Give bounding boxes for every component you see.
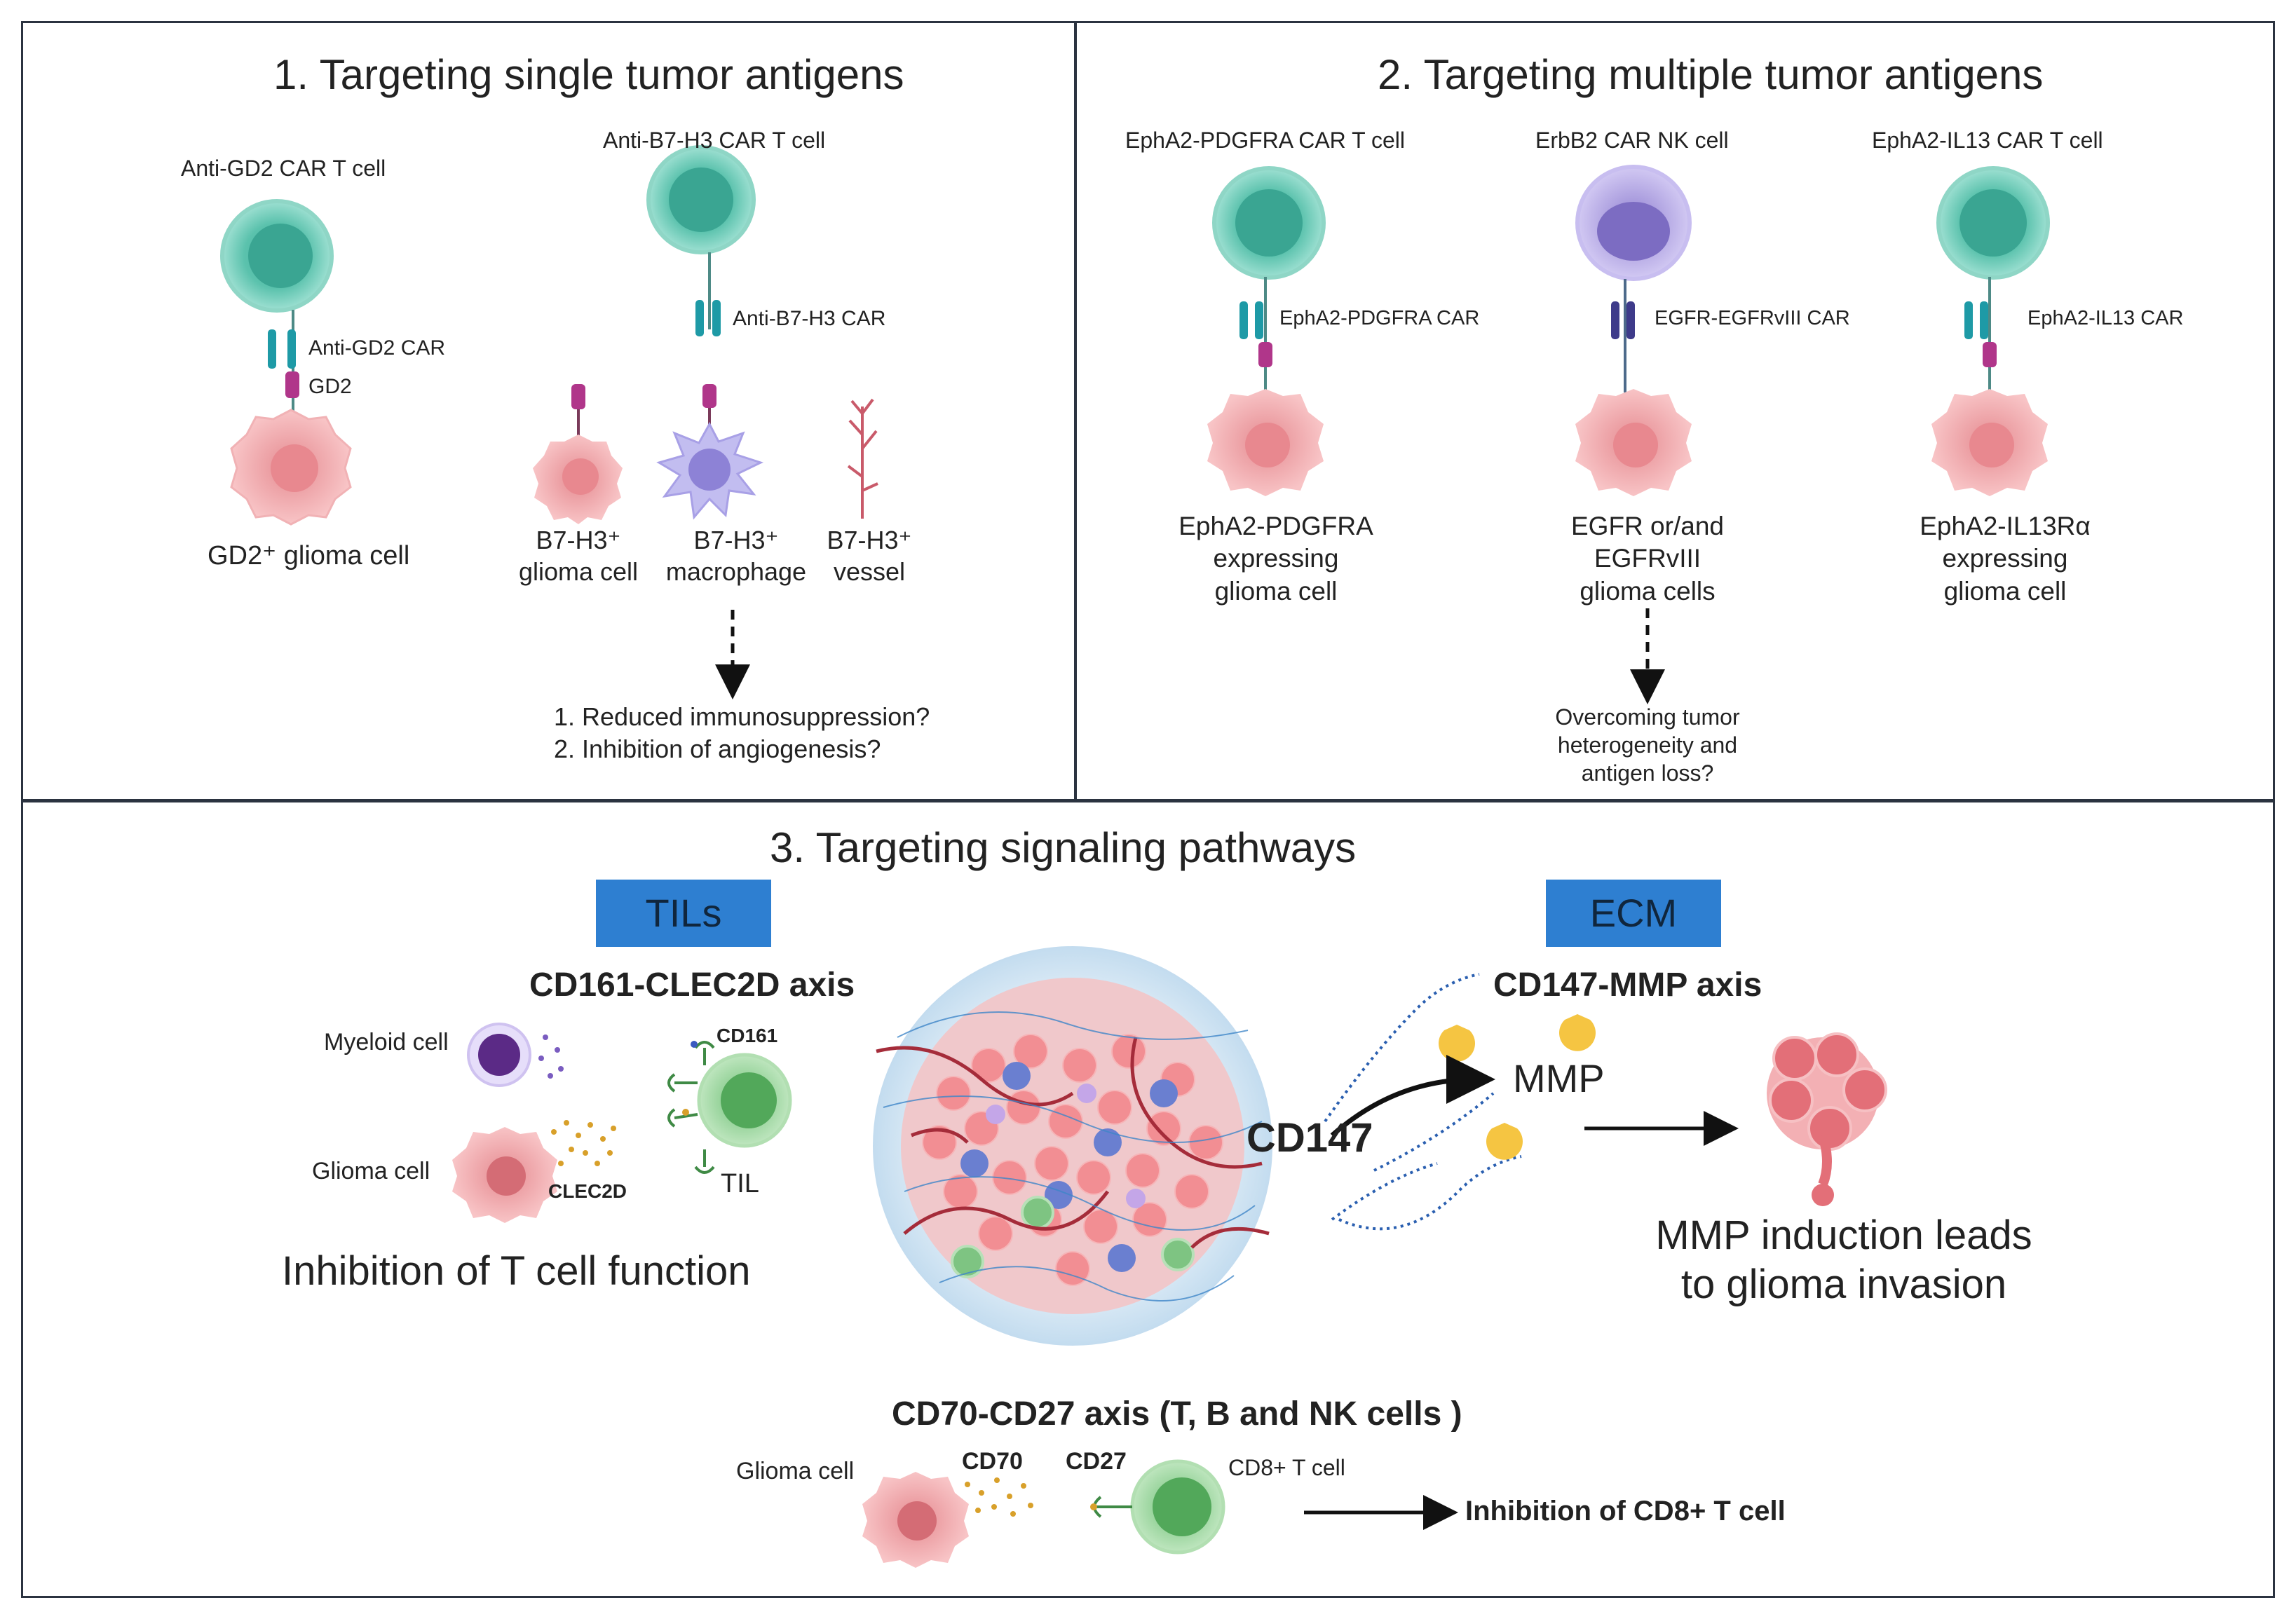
b7h3-car-receptor xyxy=(695,300,721,336)
gd2-antigen-label: GD2 xyxy=(308,375,352,398)
outer-frame xyxy=(21,21,2275,1598)
panel3-title: 3. Targeting signaling pathways xyxy=(770,824,1357,871)
cd161-effect: Inhibition of T cell function xyxy=(282,1248,751,1294)
b7h3-cell-label: Anti-B7-H3 CAR T cell xyxy=(603,128,826,153)
clec2d-particles xyxy=(551,1120,616,1166)
cd147-label: CD147 xyxy=(1247,1115,1373,1161)
cd70-glioma-label: Glioma cell xyxy=(736,1458,855,1484)
cd70-label: CD70 xyxy=(962,1448,1023,1475)
cd70-particles xyxy=(965,1477,1033,1517)
b7h3-car-t-cell xyxy=(646,145,756,254)
mmp-enzymes xyxy=(1439,1014,1596,1160)
divider-vertical xyxy=(1074,23,1077,801)
clec2d-label: CLEC2D xyxy=(548,1180,627,1202)
epha2-pdgfra-target-label: EphA2-PDGFRA expressing glioma cell xyxy=(1178,512,1373,606)
cd147-to-mmp-arrow xyxy=(1330,1055,1495,1138)
b7h3-car-label: Anti-B7-H3 CAR xyxy=(733,307,886,330)
mmp-label: MMP xyxy=(1513,1056,1605,1100)
b7h3-glioma-target-label: B7-H3⁺ glioma cell xyxy=(518,526,639,586)
panel1-title: 1. Targeting single tumor antigens xyxy=(273,51,904,98)
cd70-axis-title: CD70-CD27 axis (T, B and NK cells ) xyxy=(892,1395,1462,1433)
panel2-outcome: Overcoming tumor heterogeneity and antig… xyxy=(1555,704,1740,786)
invading-glioma-cluster xyxy=(1767,1032,1887,1206)
divider-horizontal xyxy=(23,799,2273,802)
tumor-mass xyxy=(873,946,1272,1346)
tils-box: TILs xyxy=(596,880,771,947)
gd2-car-t-cell xyxy=(220,199,334,313)
epha2-il13-car-label: EphA2-IL13 CAR xyxy=(2027,307,2184,329)
b7h3-vessel xyxy=(847,398,878,519)
erbb2-cell-label: ErbB2 CAR NK cell xyxy=(1535,128,1729,153)
b7h3-outcome-1: 1. Reduced immunosuppression? xyxy=(554,702,930,731)
panel2-title: 2. Targeting multiple tumor antigens xyxy=(1378,51,2044,98)
epha2-il13-car-t-cell xyxy=(1936,166,2050,280)
gd2-antigen xyxy=(285,371,299,398)
gd2-car-receptor xyxy=(268,329,296,369)
cd27-label: CD27 xyxy=(1066,1448,1127,1475)
til-cell xyxy=(667,1041,792,1174)
cd70-effect: Inhibition of CD8+ T cell xyxy=(1465,1496,1786,1526)
epha2-il13-target-label: EphA2-IL13Rα expressing glioma cell xyxy=(1920,512,2091,606)
gd2-cell-label: Anti-GD2 CAR T cell xyxy=(181,156,386,181)
epha2-pdgfra-car-label: EphA2-PDGFRA CAR xyxy=(1279,307,1480,329)
til-label: TIL xyxy=(721,1169,759,1198)
ecm-fibers xyxy=(1324,973,1522,1231)
erbb2-car-nk-cell xyxy=(1575,165,1692,281)
cd147-axis-title: CD147-MMP axis xyxy=(1493,966,1762,1004)
ecm-box: ECM xyxy=(1546,880,1721,947)
b7h3-macrophage-target-label: B7-H3⁺ macrophage xyxy=(665,526,807,586)
egfr-car-label: EGFR-EGFRvIII CAR xyxy=(1655,307,1850,329)
cd161-glioma-label: Glioma cell xyxy=(312,1158,430,1184)
epha2-pdgfra-car-t-cell xyxy=(1212,166,1326,280)
b7h3-outcome-2: 2. Inhibition of angiogenesis? xyxy=(554,735,881,763)
myeloid-cell xyxy=(467,1023,564,1087)
gd2-target-label: GD2⁺ glioma cell xyxy=(208,541,410,571)
epha2-pdgfra-cell-label: EphA2-PDGFRA CAR T cell xyxy=(1125,128,1405,153)
myeloid-cell-label: Myeloid cell xyxy=(324,1029,449,1056)
b7h3-vessel-target-label: B7-H3⁺ vessel xyxy=(827,526,912,586)
cd8-tcell-label: CD8+ T cell xyxy=(1228,1455,1345,1480)
cd8-t-cell xyxy=(1090,1459,1225,1555)
epha2-il13-cell-label: EphA2-IL13 CAR T cell xyxy=(1872,128,2103,153)
cd147-effect: MMP induction leads to glioma invasion xyxy=(1655,1212,2032,1307)
cd161-label: CD161 xyxy=(716,1025,778,1046)
gd2-car-label: Anti-GD2 CAR xyxy=(308,336,446,360)
cd161-axis-title: CD161-CLEC2D axis xyxy=(529,966,855,1004)
egfr-target-label: EGFR or/and EGFRvIII glioma cells xyxy=(1571,512,1724,606)
